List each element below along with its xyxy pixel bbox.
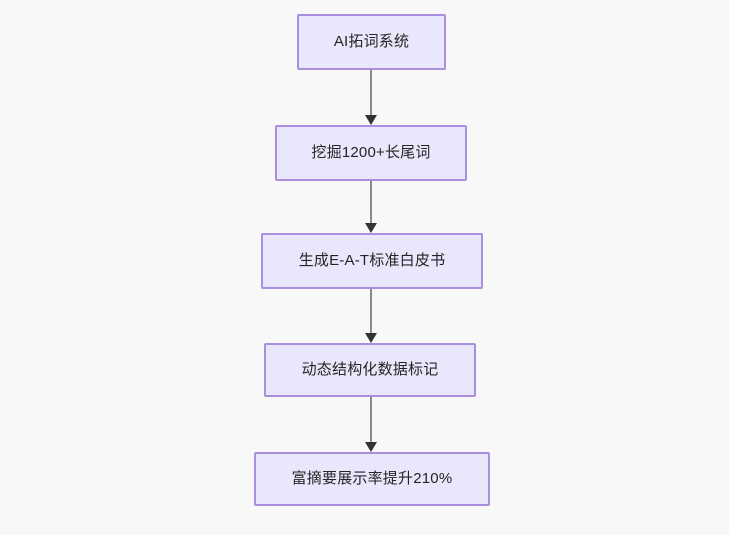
flow-node-label: 挖掘1200+长尾词 <box>311 144 431 161</box>
flow-node-mine-longtail-keywords[interactable]: 挖掘1200+长尾词 <box>275 125 467 181</box>
arrow-down-icon <box>365 333 377 343</box>
edge-line <box>370 289 372 333</box>
flow-edge-n3-n4 <box>365 289 377 343</box>
flow-node-ai-keyword-system[interactable]: AI拓词系统 <box>297 14 446 70</box>
flow-node-label: 生成E-A-T标准白皮书 <box>298 252 446 269</box>
edge-line <box>370 397 372 442</box>
edge-line <box>370 181 372 223</box>
flow-node-generate-eat-whitepaper[interactable]: 生成E-A-T标准白皮书 <box>261 233 483 289</box>
flow-node-label: AI拓词系统 <box>333 33 410 50</box>
flow-edge-n1-n2 <box>365 70 377 125</box>
arrow-down-icon <box>365 223 377 233</box>
edge-line <box>370 70 372 115</box>
flow-node-rich-snippet-impression-lift[interactable]: 富摘要展示率提升210% <box>254 452 490 506</box>
flow-edge-n4-n5 <box>365 397 377 452</box>
flow-node-dynamic-structured-data-markup[interactable]: 动态结构化数据标记 <box>264 343 476 397</box>
flow-node-label: 富摘要展示率提升210% <box>291 470 453 487</box>
flow-edge-n2-n3 <box>365 181 377 233</box>
arrow-down-icon <box>365 442 377 452</box>
flow-node-label: 动态结构化数据标记 <box>301 361 439 378</box>
arrow-down-icon <box>365 115 377 125</box>
